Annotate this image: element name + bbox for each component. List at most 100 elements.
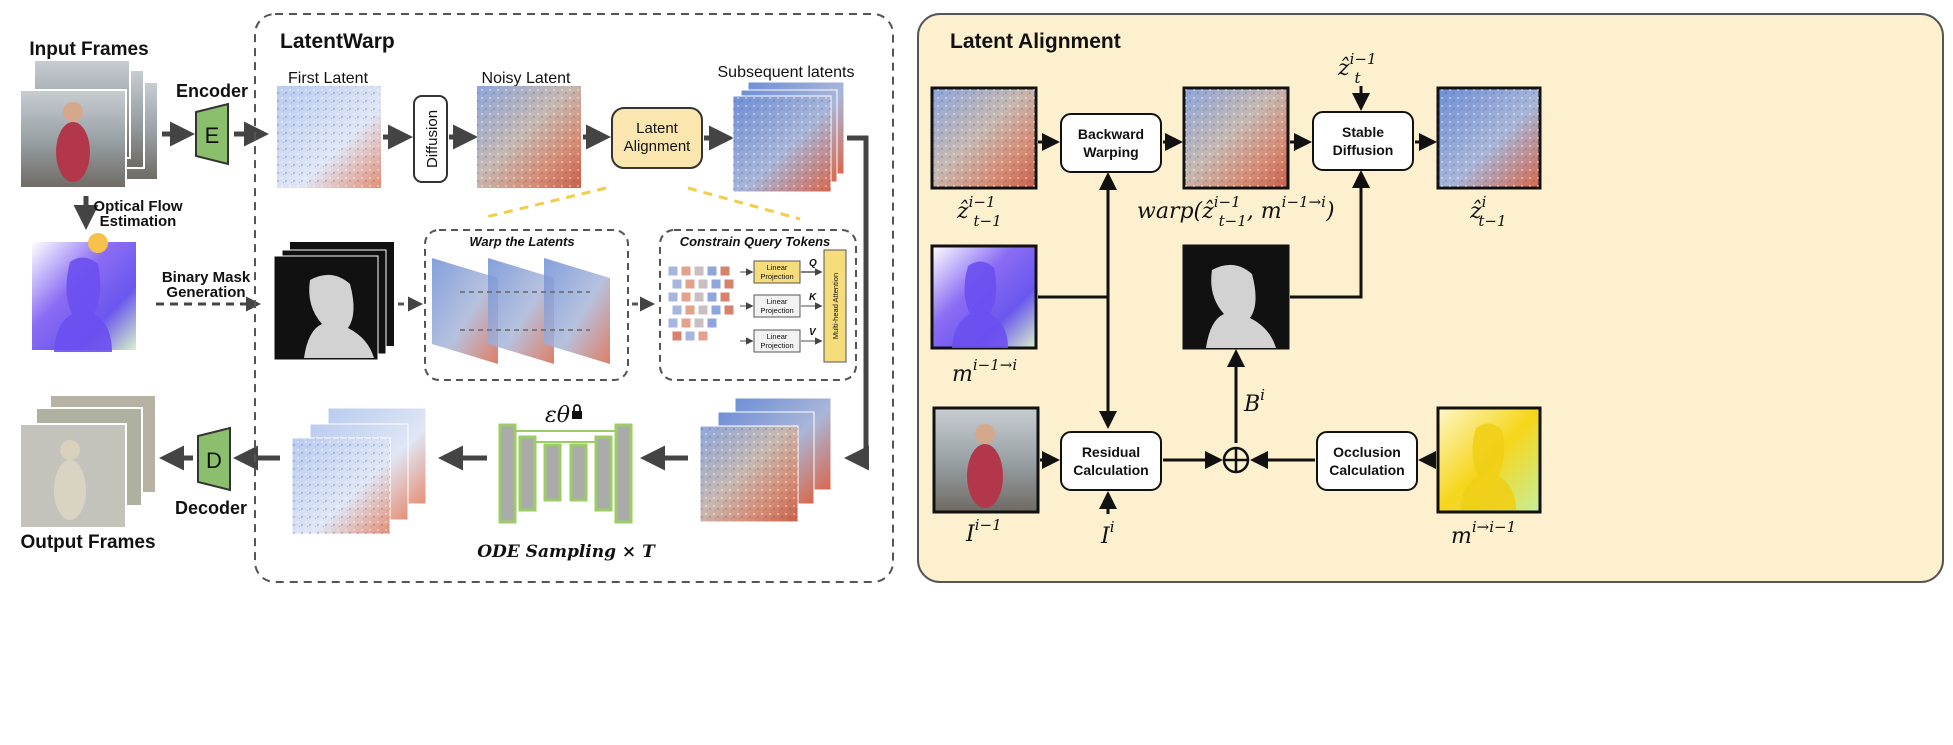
query-token — [667, 291, 679, 303]
input-frames-label: Input Frames — [29, 39, 148, 60]
latentwarp-title: LatentWarp — [280, 30, 395, 53]
stable-diffusion-box — [1312, 111, 1414, 171]
m-fwd-label: mi−1→i — [952, 356, 1017, 387]
multihead-attention-box — [823, 249, 847, 363]
linear-projection-k: Linear Projection — [753, 294, 801, 318]
z-prev-latent-image — [930, 86, 1038, 190]
occlusion-calculation-label-1: Occlusion — [1333, 444, 1401, 460]
callout-dash-left — [485, 186, 607, 219]
query-token — [706, 291, 718, 303]
optical-flow-label-1: Optical Flow — [93, 198, 183, 215]
output-frames-label: Output Frames — [20, 532, 155, 553]
query-token — [671, 278, 683, 290]
diffusion-label: Diffusion — [424, 110, 441, 168]
residual-calculation-label-1: Residual — [1082, 444, 1140, 460]
first-latent-label: First Latent — [288, 70, 369, 87]
query-token — [667, 265, 679, 277]
i-prev-label: Ii−1 — [965, 516, 1002, 547]
svg-text:Linear: Linear — [767, 297, 788, 306]
query-token — [719, 291, 731, 303]
query-token — [693, 291, 705, 303]
first-latent-image — [277, 86, 381, 188]
query-token — [680, 317, 692, 329]
b-label: Bi — [1243, 386, 1265, 417]
binary-mask-stack — [273, 242, 394, 361]
m-bwd-label: mi→i−1 — [1451, 518, 1516, 549]
decoder-letter: D — [206, 448, 222, 473]
query-token — [697, 304, 709, 316]
output-latents-stack — [291, 407, 427, 535]
query-token — [719, 265, 731, 277]
query-token — [693, 265, 705, 277]
latent-alignment-panel — [917, 13, 1944, 583]
stable-diffusion-label-1: Stable — [1342, 124, 1384, 140]
query-token — [697, 278, 709, 290]
query-token — [680, 265, 692, 277]
noisy-latent-image — [477, 86, 581, 188]
stable-diffusion-label-2: Diffusion — [1333, 142, 1394, 158]
query-token — [710, 304, 722, 316]
output-frames-stack — [19, 394, 157, 529]
sum-node-icon — [1222, 446, 1250, 474]
warp-the-latents-label: Warp the Latents — [469, 234, 574, 249]
occlusion-calculation-box — [1316, 431, 1418, 491]
query-token — [710, 278, 722, 290]
latent-alignment-title: Latent Alignment — [950, 30, 1121, 53]
warped-latents-stack — [432, 258, 610, 364]
backward-flow-image — [1436, 406, 1542, 514]
linear-projection-v: Linear Projection — [753, 329, 801, 353]
query-token — [697, 330, 709, 342]
i-cur-label: Ii — [1100, 518, 1115, 549]
subsequent-latents-label: Subsequent latents — [718, 64, 855, 81]
residual-calculation-box — [1060, 431, 1162, 491]
query-token — [684, 278, 696, 290]
decoder-label: Decoder — [175, 498, 247, 518]
binary-mask-label-2: Generation — [166, 284, 245, 301]
encoder-block — [195, 102, 229, 166]
encoder-letter: E — [205, 123, 220, 148]
diffusion-box — [413, 95, 448, 183]
query-token — [723, 304, 735, 316]
query-token — [671, 330, 683, 342]
k-label: K — [809, 292, 817, 303]
arrow-mask-to-stable — [1290, 170, 1370, 299]
query-token — [667, 317, 679, 329]
occlusion-calculation-label-2: Calculation — [1329, 462, 1404, 478]
v-label: V — [809, 327, 817, 338]
occlusion-mask-image — [1182, 244, 1290, 350]
encoder-label: Encoder — [176, 81, 248, 101]
residual-calculation-label-2: Calculation — [1073, 462, 1148, 478]
query-token — [684, 330, 696, 342]
backward-warping-label-2: Warping — [1083, 144, 1138, 160]
warped-latent-image — [1182, 86, 1290, 190]
binary-mask-label-1: Binary Mask — [162, 269, 251, 286]
lock-icon — [572, 404, 582, 419]
backward-warping-label-1: Backward — [1078, 126, 1144, 142]
latent-alignment-label-2: Alignment — [624, 138, 692, 155]
optical-flow-image — [32, 233, 136, 352]
forward-flow-image — [930, 244, 1038, 350]
linear-projection-q: Linear Projection — [753, 260, 801, 284]
latent-alignment-box — [611, 107, 703, 169]
svg-text:Linear: Linear — [767, 332, 788, 341]
svg-text:Projection: Projection — [760, 341, 793, 350]
constrain-query-tokens-label: Constrain Query Tokens — [680, 234, 831, 249]
query-token — [693, 317, 705, 329]
unet-epsilon-label: εθ — [545, 403, 570, 428]
output-latent-image — [1436, 86, 1542, 190]
query-token — [706, 317, 718, 329]
ode-sampling-label: ODE Sampling × T — [477, 542, 656, 562]
callout-dash-right — [687, 186, 801, 221]
query-token — [706, 265, 718, 277]
noisy-latent-label: Noisy Latent — [482, 70, 571, 87]
svg-text:Projection: Projection — [760, 306, 793, 315]
svg-text:Projection: Projection — [760, 272, 793, 281]
decoder-block — [197, 426, 231, 492]
arrow-loop-to-bottom — [844, 135, 869, 471]
query-token — [684, 304, 696, 316]
token-grid — [667, 265, 735, 342]
